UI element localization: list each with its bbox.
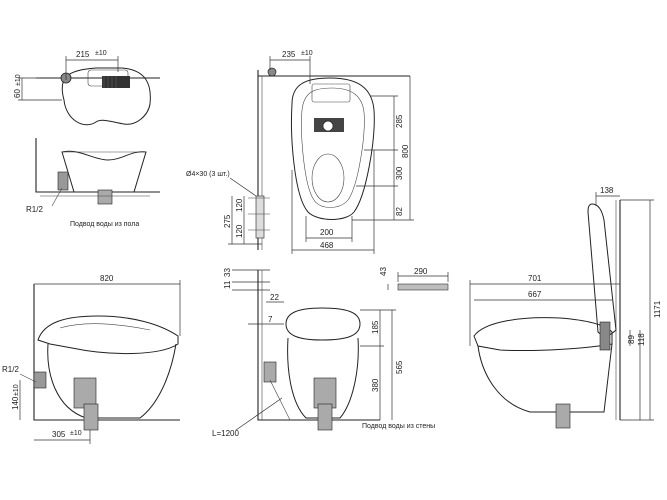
dim-89-label: 89 xyxy=(627,335,636,344)
dim-22-label: 22 xyxy=(270,293,279,302)
dim-1171-label: 1171 xyxy=(653,300,662,318)
dim-60-tolerance: ±10 xyxy=(15,74,22,86)
view-top-center: 235 ±10 285 800 300 82 200 468 Ø4×30 (3 … xyxy=(186,50,414,254)
hole-label: Ø4×30 (3 шт.) xyxy=(186,171,230,178)
dim-565-label: 565 xyxy=(395,360,404,374)
dim-120b-label: 120 xyxy=(235,224,244,238)
side-thread-label: R1/2 xyxy=(2,365,19,374)
dim-215-tolerance: ±10 xyxy=(95,50,107,57)
dim-380-label: 380 xyxy=(371,378,380,392)
dim-140-tolerance: ±10 xyxy=(13,384,20,396)
dim-138-label: 138 xyxy=(600,186,614,195)
dim-215-label: 215 xyxy=(76,50,90,59)
dim-118-label: 118 xyxy=(637,333,646,346)
dim-7-label: 7 xyxy=(268,315,273,324)
dim-82-label: 82 xyxy=(395,207,404,216)
dim-305-tolerance: ±10 xyxy=(70,430,82,437)
view-top-left: 215 ±10 60 ±10 xyxy=(13,50,160,126)
view-front-left: R1/2 Подвод воды из пола xyxy=(26,138,160,228)
dim-300-label: 300 xyxy=(395,166,404,180)
dim-60-label: 60 xyxy=(13,89,22,98)
floor-inlet-caption: Подвод воды из пола xyxy=(70,221,139,228)
thread-label-r12: R1/2 xyxy=(26,205,43,214)
view-remote: 290 43 xyxy=(379,267,449,291)
hose-label: L=1200 xyxy=(212,429,239,438)
dim-305-label: 305 xyxy=(52,430,66,439)
dim-800-label: 800 xyxy=(401,144,410,158)
dim-140-label: 140 xyxy=(11,396,20,410)
dim-285-label: 285 xyxy=(395,114,404,128)
view-side-left: 820 R1/2 140 ±10 305 ±10 xyxy=(2,274,181,444)
dim-11-label: 11 xyxy=(223,280,232,289)
dim-275-label: 275 xyxy=(223,214,232,228)
dim-235-tolerance: ±10 xyxy=(301,50,313,57)
dim-290-label: 290 xyxy=(414,267,428,276)
view-side-right: 138 701 667 1171 89 118 xyxy=(469,186,662,429)
dim-200-label: 200 xyxy=(320,228,334,237)
dim-820-label: 820 xyxy=(100,274,114,283)
dim-235-label: 235 xyxy=(282,50,296,59)
dim-43-label: 43 xyxy=(379,267,388,276)
dim-33-label: 33 xyxy=(223,268,232,277)
view-front-center: 33 11 22 7 185 565 380 L=1200 Подвод вод… xyxy=(212,268,435,438)
dim-667-label: 667 xyxy=(528,290,542,299)
wall-inlet-caption: Подвод воды из стены xyxy=(362,423,435,430)
dim-468-label: 468 xyxy=(320,241,334,250)
dim-185-label: 185 xyxy=(371,320,380,334)
dim-120a-label: 120 xyxy=(235,198,244,212)
dim-701-label: 701 xyxy=(528,274,542,283)
